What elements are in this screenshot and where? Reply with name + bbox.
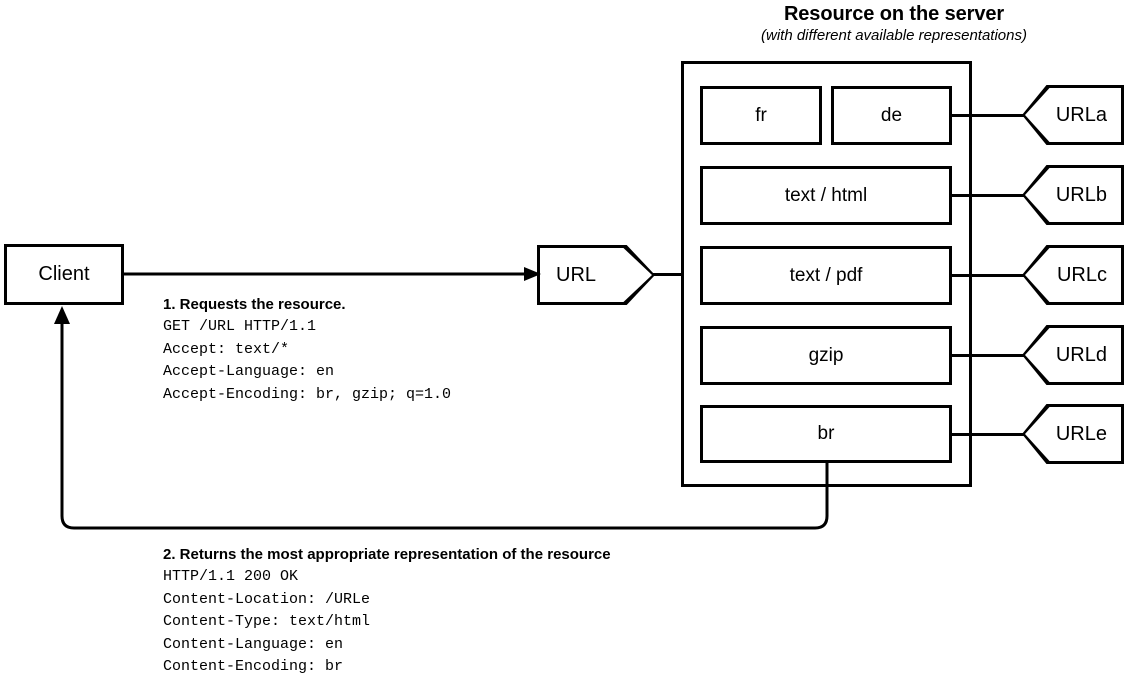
url-tag-urlb[interactable]: URLb <box>1022 165 1124 225</box>
connector-urlb <box>950 194 1024 197</box>
server-title-block: Resource on the server (with different a… <box>664 2 1124 46</box>
representation-box-de[interactable]: de <box>831 86 952 145</box>
representation-label: text / pdf <box>789 264 863 286</box>
url-tag-label: URLa <box>1055 103 1107 126</box>
request-line-4: Accept-Encoding: br, gzip; q=1.0 <box>163 385 452 403</box>
url-tag-label: URLb <box>1055 183 1107 206</box>
response-line-4: Content-Language: en <box>163 635 344 653</box>
representation-box-br[interactable]: br <box>700 405 952 463</box>
representation-box-gzip[interactable]: gzip <box>700 326 952 385</box>
url-tag-label: URLe <box>1055 422 1107 445</box>
response-heading: 2. Returns the most appropriate represen… <box>163 546 611 563</box>
connector-url-to-server <box>652 273 684 276</box>
request-line-1: GET /URL HTTP/1.1 <box>163 318 317 335</box>
representation-box-text-pdf[interactable]: text / pdf <box>700 246 952 305</box>
representation-label: de <box>880 104 903 126</box>
response-note: 2. Returns the most appropriate represen… <box>163 544 611 679</box>
request-note: 1. Requests the resource. GET /URL HTTP/… <box>163 294 451 406</box>
url-node-label: URL <box>556 263 597 286</box>
representation-label: br <box>817 423 835 444</box>
response-arrowhead <box>54 306 70 324</box>
connector-urle <box>950 433 1024 436</box>
representation-label: text / html <box>784 184 868 206</box>
response-line-1: HTTP/1.1 200 OK <box>163 568 299 585</box>
url-tag-urle[interactable]: URLe <box>1022 404 1124 464</box>
request-line-2: Accept: text/* <box>163 340 290 358</box>
response-line-2: Content-Location: /URLe <box>163 590 371 608</box>
server-subtitle: (with different available representation… <box>761 27 1027 44</box>
client-box[interactable]: Client <box>4 244 124 305</box>
url-tag-urld[interactable]: URLd <box>1022 325 1124 385</box>
representation-box-text-html[interactable]: text / html <box>700 166 952 225</box>
client-label: Client <box>38 263 90 285</box>
response-line-3: Content-Type: text/html <box>163 613 371 630</box>
connector-urld <box>950 354 1024 357</box>
response-line-5: Content-Encoding: br <box>163 658 344 675</box>
url-tag-label: URLc <box>1056 263 1107 286</box>
request-line-3: Accept-Language: en <box>163 363 335 380</box>
connector-urla <box>950 114 1024 117</box>
server-title: Resource on the server <box>783 3 1005 25</box>
request-heading: 1. Requests the resource. <box>163 296 346 313</box>
representation-label: gzip <box>808 344 844 366</box>
url-tag-label: URLd <box>1055 343 1107 366</box>
url-tag-urla[interactable]: URLa <box>1022 85 1124 145</box>
connector-urlc <box>950 274 1024 277</box>
representation-box-fr[interactable]: fr <box>700 86 822 145</box>
url-node[interactable]: URL <box>537 245 655 305</box>
representation-label: fr <box>755 104 767 126</box>
url-tag-urlc[interactable]: URLc <box>1022 245 1124 305</box>
